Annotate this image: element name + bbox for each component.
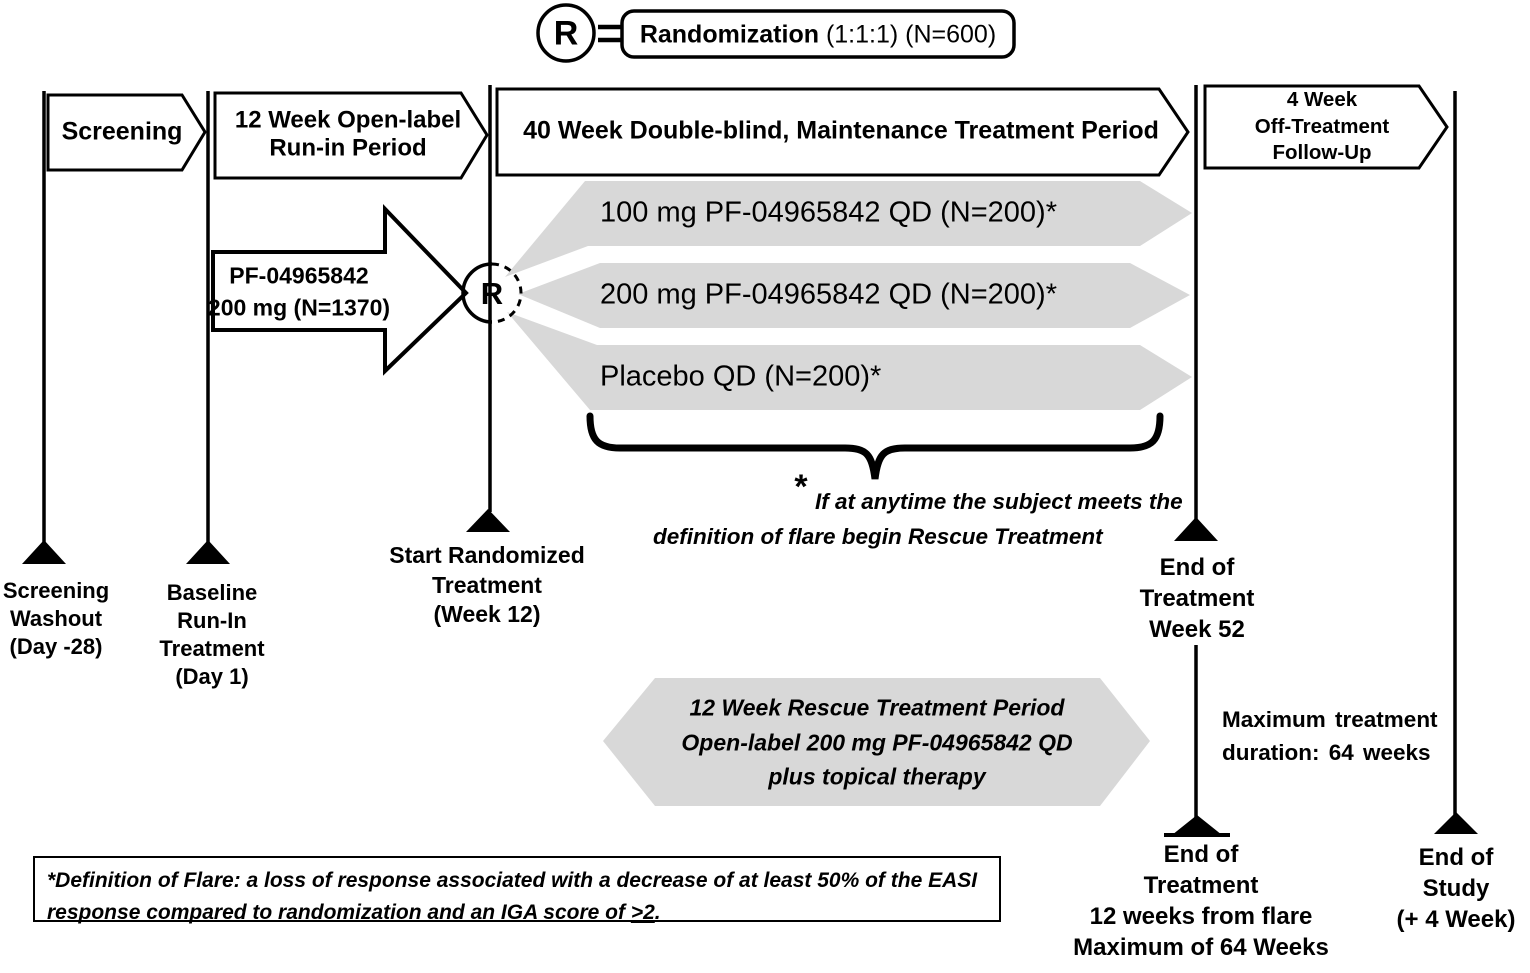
arm-arrow-100mg xyxy=(505,181,1192,277)
flare-definition-geq: >2 xyxy=(630,900,655,924)
runin-line-2: Run-in Period xyxy=(269,135,427,162)
max-duration-line-1: Maximum treatment xyxy=(1222,707,1438,732)
legend-randomization-box xyxy=(620,9,1016,59)
max-duration-label: Maximum treatment duration: 64 weeks xyxy=(1222,703,1438,770)
legend-randomization-label: Randomization (1:1:1) (N=600) xyxy=(640,21,996,50)
eot52-line-1: End of xyxy=(1159,554,1235,581)
eot-flare-line-2: Treatment xyxy=(1143,871,1259,899)
legend-randomization-bold: Randomization xyxy=(639,20,819,49)
flare-note-asterisk: * xyxy=(793,468,807,506)
screening-chevron-shape xyxy=(46,93,207,172)
followup-line-2: Off-Treatment xyxy=(1254,114,1390,138)
max-duration-line-2: duration: 64 weeks xyxy=(1222,740,1431,766)
flare-definition-line-2: response compared to randomization and a… xyxy=(47,897,987,929)
runin-chevron-label: 12 Week Open-label Run-in Period xyxy=(235,107,461,164)
washout-line-2: Washout xyxy=(9,606,103,632)
rand-circle-symbol: R xyxy=(480,276,504,311)
rand-circle-left-arc xyxy=(461,262,493,324)
arm-label-200mg: 200 mg PF-04965842 QD (N=200)* xyxy=(600,278,1058,311)
flare-definition-line-2-prefix: response compared to randomization and a… xyxy=(47,900,631,924)
eos-line-2: Study xyxy=(1422,874,1490,902)
flare-definition-box: *Definition of Flare: a loss of response… xyxy=(33,856,1001,924)
rescue-line-3: plus topical therapy xyxy=(768,763,986,790)
marker-label-end-flare: End of Treatment 12 weeks from flare Max… xyxy=(1073,840,1329,964)
marker-triangle-flare-end xyxy=(1172,815,1222,835)
marker-label-baseline: Baseline Run-In Treatment (Day 1) xyxy=(159,579,264,692)
baseline-line-4: (Day 1) xyxy=(175,664,249,690)
flare-definition-line-1: *Definition of Flare: a loss of response… xyxy=(47,869,978,892)
runin-arrow-line-1: PF-04965842 xyxy=(229,262,369,289)
rescue-hexagon-shape xyxy=(603,678,1150,806)
maintenance-chevron-shape xyxy=(495,87,1190,177)
eot-flare-line-3: 12 weeks from flare xyxy=(1089,902,1313,930)
marker-label-start-randomized: Start Randomized Treatment (Week 12) xyxy=(389,541,585,630)
eos-line-1: End of xyxy=(1418,844,1494,871)
eot52-line-3: Week 52 xyxy=(1149,615,1245,643)
legend-r-circle xyxy=(536,3,596,63)
maintenance-chevron-label: 40 Week Double-blind, Maintenance Treatm… xyxy=(523,116,1159,145)
washout-line-3: (Day -28) xyxy=(9,634,103,660)
baseline-line-2: Run-In xyxy=(177,608,247,634)
eos-line-3: (+ 4 Week) xyxy=(1396,905,1516,933)
start-rand-line-2: Treatment xyxy=(432,571,542,598)
runin-arrow-label: PF-04965842 200 mg (N=1370) xyxy=(208,260,390,323)
marker-triangle-baseline xyxy=(186,540,230,564)
runin-chevron-shape xyxy=(213,91,489,180)
marker-label-end-week52: End of Treatment Week 52 xyxy=(1140,553,1255,646)
eot52-line-2: Treatment xyxy=(1139,584,1255,612)
arm-label-placebo: Placebo QD (N=200)* xyxy=(600,360,882,393)
runin-arrow-shape xyxy=(211,204,469,376)
arm-arrow-placebo xyxy=(507,312,1192,410)
legend-r-symbol: R xyxy=(553,14,579,53)
rand-circle-right-arc xyxy=(491,262,523,324)
runin-line-1: 12 Week Open-label xyxy=(234,106,462,134)
legend-randomization-rest: (1:1:1) (N=600) xyxy=(819,20,997,49)
followup-line-3: Follow-Up xyxy=(1272,141,1372,165)
followup-chevron-label: 4 Week Off-Treatment Follow-Up xyxy=(1255,87,1389,167)
marker-label-screening-washout: Screening Washout (Day -28) xyxy=(3,577,109,661)
eot-flare-line-1: End of xyxy=(1163,841,1239,868)
washout-line-1: Screening xyxy=(2,578,110,603)
rescue-line-1: 12 Week Rescue Treatment Period xyxy=(689,694,1065,721)
start-rand-line-1: Start Randomized xyxy=(389,542,585,568)
marker-triangle-end-study xyxy=(1434,812,1478,834)
rescue-hexagon-label: 12 Week Rescue Treatment Period Open-lab… xyxy=(681,690,1072,794)
followup-line-1: 4 Week xyxy=(1286,88,1358,112)
marker-triangle-week12 xyxy=(466,509,510,532)
flare-note-line-2: definition of flare begin Rescue Treatme… xyxy=(653,524,1103,549)
baseline-line-3: Treatment xyxy=(159,636,265,662)
eot-flare-line-4: Maximum of 64 Weeks xyxy=(1073,933,1329,961)
marker-label-end-study: End of Study (+ 4 Week) xyxy=(1397,843,1516,936)
rescue-line-2: Open-label 200 mg PF-04965842 QD xyxy=(681,728,1073,755)
arm-arrow-200mg xyxy=(518,263,1190,328)
arm-label-100mg: 100 mg PF-04965842 QD (N=200)* xyxy=(600,196,1058,229)
start-rand-line-3: (Week 12) xyxy=(433,601,541,628)
followup-chevron-shape xyxy=(1203,84,1449,170)
marker-triangle-week52 xyxy=(1174,517,1218,541)
marker-triangle-screening-washout xyxy=(22,540,66,564)
flare-brace xyxy=(586,412,1164,480)
runin-arrow-line-2: 200 mg (N=1370) xyxy=(207,294,391,320)
baseline-line-1: Baseline xyxy=(166,580,258,605)
flare-definition-period: . xyxy=(654,900,661,924)
flare-note-line-1: If at anytime the subject meets the xyxy=(815,489,1183,514)
screening-chevron-label: Screening xyxy=(61,117,183,146)
